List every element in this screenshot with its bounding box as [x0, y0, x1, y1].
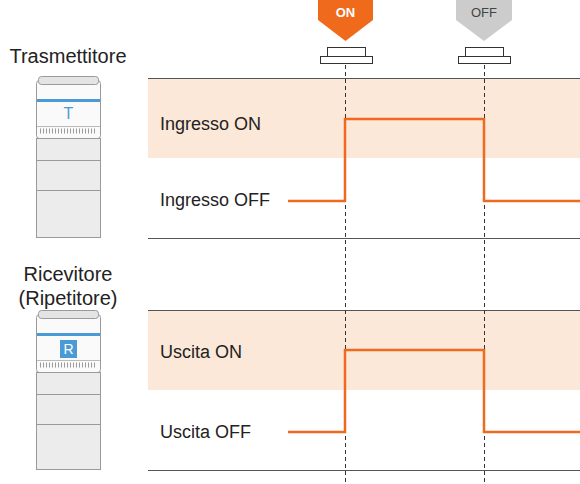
- signal-state: Ingresso OFF: [160, 189, 270, 211]
- receiver-device: Ricevitore (Ripetitore) R: [0, 258, 136, 470]
- device-body: [36, 310, 101, 470]
- device-title: Ricevitore (Ripetitore): [5, 262, 131, 310]
- button-state: ON: [318, 5, 373, 21]
- grid-lines: [148, 79, 580, 471]
- device-letter: R: [60, 341, 77, 358]
- button-state: OFF: [456, 5, 512, 21]
- device-letter: T: [36, 104, 101, 123]
- device-body: [36, 76, 101, 238]
- state-band: Uscita ON: [148, 310, 580, 390]
- push-button-on: [321, 48, 373, 64]
- device-badge: R: [60, 340, 77, 358]
- signal-state: Ingresso ON: [160, 113, 360, 135]
- signal-state: Uscita ON: [160, 341, 360, 363]
- device-title: Trasmettitore: [0, 44, 136, 68]
- transmitter-device: TrasmettitoreT: [0, 40, 136, 238]
- signal-state: Uscita OFF: [160, 421, 251, 443]
- timing-markers: [346, 65, 485, 484]
- on-arrow: ON: [318, 0, 373, 42]
- input-signal: [288, 119, 580, 201]
- output-signal: [288, 350, 580, 432]
- push-button-off: [459, 48, 511, 64]
- off-arrow: OFF: [456, 0, 512, 42]
- state-band: Ingresso ON: [148, 78, 580, 158]
